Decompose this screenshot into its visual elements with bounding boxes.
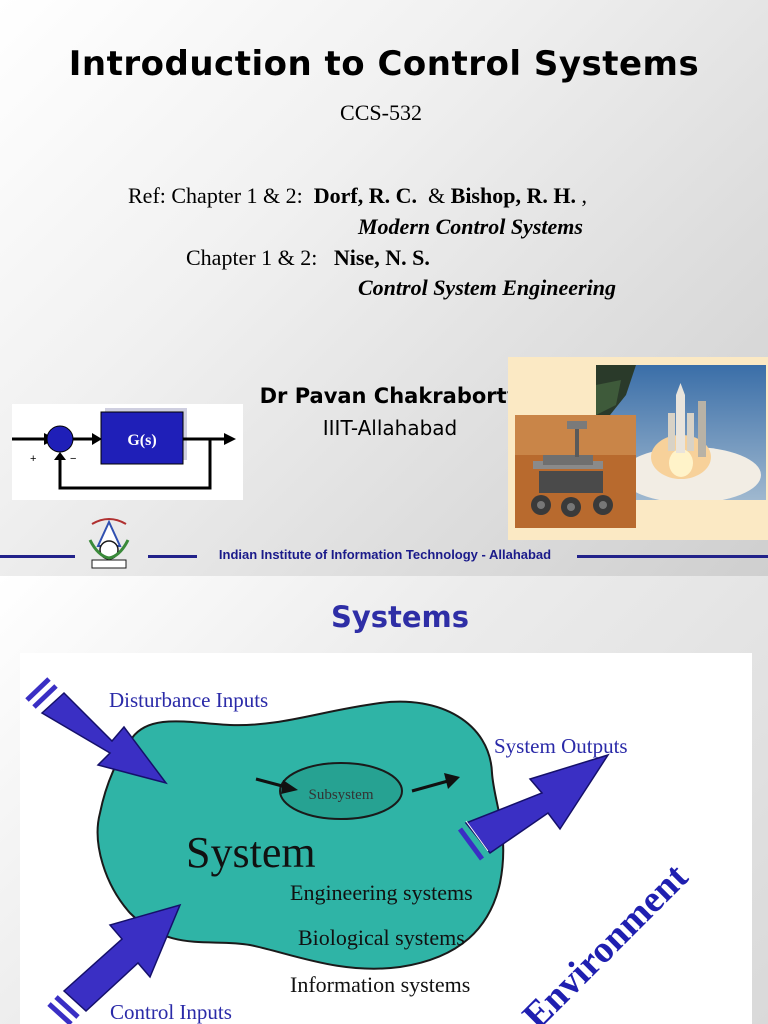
reference-book: Modern Control Systems: [358, 214, 583, 239]
footer-rule-left: [0, 555, 75, 558]
slide-intro: Introduction to Control Systems CCS-532 …: [0, 0, 768, 576]
internal-flow-line: [411, 779, 449, 793]
control-inputs-label: Control Inputs: [110, 1000, 232, 1024]
reference-book-1: Modern Control Systems: [358, 214, 583, 240]
example-system: Information systems: [290, 972, 470, 997]
arrow-icon: [281, 780, 298, 794]
system-diagram: Subsystem Disturbance Inputs System Outp…: [25, 677, 697, 1024]
subsystem-label: Subsystem: [308, 787, 373, 803]
photo-collage: [508, 357, 768, 540]
arrow-icon: [224, 433, 236, 445]
reference-prefix: Chapter 1 & 2:: [186, 245, 318, 270]
arrow-icon: [444, 773, 460, 789]
footer-institute-name: Indian Institute of Information Technolo…: [218, 547, 552, 562]
reference-book-2: Control System Engineering: [358, 275, 616, 301]
system-diagram-panel: Subsystem Disturbance Inputs System Outp…: [20, 653, 752, 1024]
institution-name: IIIT-Allahabad: [322, 416, 458, 440]
subsystem-ellipse: [279, 762, 403, 820]
slide-title: Introduction to Control Systems: [68, 44, 700, 84]
reference-author: Bishop, R. H.: [450, 183, 576, 208]
reference-author: Nise, N. S.: [333, 245, 430, 270]
iiit-allahabad-emblem-icon: [88, 518, 130, 569]
system-outputs-label: System Outputs: [494, 734, 628, 758]
course-code: CCS-532: [340, 100, 422, 125]
example-system: Engineering systems: [290, 880, 473, 905]
minus-sign: −: [70, 453, 76, 465]
reference-book: Control System Engineering: [358, 275, 616, 300]
system-blob: [96, 700, 505, 970]
control-input-arrow: [47, 903, 182, 1024]
reference-line-1: Ref: Chapter 1 & 2: Dorf, R. C. & Bishop…: [128, 183, 587, 209]
example-system: Biological systems: [298, 925, 465, 950]
reference-author: Dorf, R. C.: [313, 183, 418, 208]
arrow-icon: [54, 452, 66, 460]
internal-flow-line: [255, 777, 287, 789]
slide-title: Systems: [330, 600, 470, 634]
transfer-function-label: G(s): [127, 432, 156, 449]
reference-joiner: &: [428, 183, 446, 208]
environment-label: Environment: [515, 856, 697, 1024]
slide-systems: Systems Subsystem Disturbance Inputs: [0, 576, 768, 1024]
reference-prefix: Ref: Chapter 1 & 2:: [128, 183, 303, 208]
footer-rule-mid: [148, 555, 197, 558]
footer-rule-right: [577, 555, 768, 558]
reference-line-2: Chapter 1 & 2: Nise, N. S.: [186, 245, 430, 271]
system-label: System: [186, 828, 316, 877]
transfer-function-block: [100, 411, 184, 465]
system-output-arrow: [457, 753, 610, 861]
reference-trail: ,: [581, 183, 587, 208]
feedback-path: [58, 439, 212, 490]
mars-rover-photo: [515, 415, 636, 528]
summing-junction: [46, 425, 74, 453]
disturbance-input-arrow: [25, 677, 168, 785]
presenter-name: Dr Pavan Chakraborty: [259, 384, 521, 408]
plus-sign: +: [30, 453, 36, 465]
disturbance-inputs-label: Disturbance Inputs: [109, 688, 268, 712]
feedback-block-diagram: G(s) + −: [12, 404, 243, 500]
arrow-icon: [92, 433, 102, 445]
